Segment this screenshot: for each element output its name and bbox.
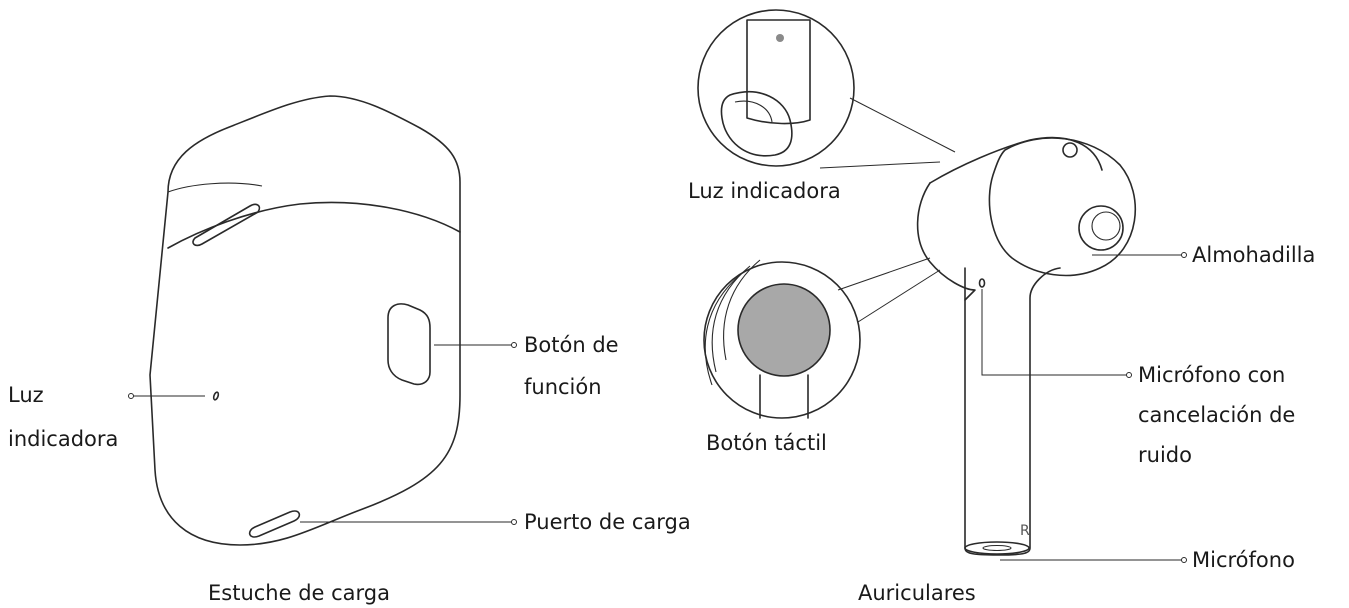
ear-tip-nozzle-inner — [1091, 211, 1121, 241]
magnified-tip-inner — [734, 100, 773, 123]
touch-button-magnifier — [703, 259, 861, 419]
noise-mic-label-3: ruido — [1138, 443, 1192, 467]
case-indicator-label-2: indicadora — [8, 427, 118, 451]
touch-magnifier-circle — [703, 261, 861, 419]
case-indicator-light — [212, 391, 220, 401]
indicator-light-dot — [776, 34, 784, 42]
charging-port[interactable] — [248, 510, 301, 538]
noise-cancelling-microphone — [978, 278, 986, 288]
microphone-label: Micrófono — [1192, 548, 1295, 572]
side-mark: R — [1020, 523, 1030, 539]
earbud-head — [916, 182, 976, 301]
ear-tip-label: Almohadilla — [1192, 243, 1315, 267]
magnified-stem — [746, 19, 811, 125]
earbud-top-sensor — [1062, 142, 1078, 158]
indicator-magnifier — [697, 9, 855, 167]
charging-port-label: Puerto de carga — [524, 510, 691, 534]
case-lid-seam — [167, 201, 461, 249]
charging-case — [149, 95, 461, 546]
function-button[interactable] — [387, 303, 431, 386]
indicator-magnifier-circle — [697, 9, 855, 167]
bottom-microphone-grill — [982, 544, 1012, 552]
bottom-microphone — [964, 541, 1030, 555]
function-button-label-2: función — [524, 375, 602, 399]
case-lid-slot — [192, 203, 261, 247]
earbud-leaders — [819, 97, 1187, 563]
earbuds-caption: Auriculares — [858, 581, 976, 605]
case-caption: Estuche de carga — [208, 581, 390, 605]
touch-button-label: Botón táctil — [706, 431, 827, 455]
noise-mic-label-1: Micrófono con — [1138, 363, 1285, 387]
ear-tip[interactable] — [988, 137, 1137, 277]
case-indicator-label-1: Luz — [8, 383, 44, 407]
noise-mic-label-2: cancelación de — [1138, 403, 1295, 427]
function-button-label-1: Botón de — [524, 333, 619, 357]
ear-tip-nozzle-outer — [1078, 205, 1124, 251]
earbud-stem — [964, 267, 1061, 556]
earbud: R — [916, 136, 1137, 556]
magnified-tip — [720, 91, 793, 157]
touch-button-pad[interactable] — [737, 283, 831, 377]
earbud-indicator-label: Luz indicadora — [688, 179, 841, 203]
case-lid-edge — [167, 182, 263, 193]
case-leaders — [128, 342, 517, 525]
case-body — [149, 95, 461, 546]
